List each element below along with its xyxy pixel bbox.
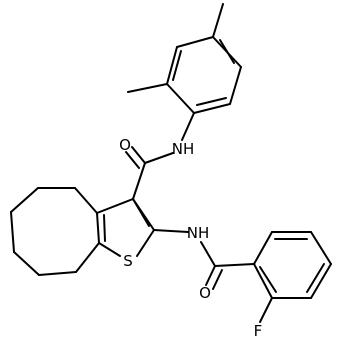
bond [259, 297, 273, 323]
bond [259, 266, 277, 293]
bond [253, 263, 273, 299]
bond [13, 251, 40, 276]
bond [38, 271, 77, 276]
bond [229, 66, 242, 105]
bond [75, 242, 100, 273]
sulfur-label: S [123, 252, 133, 270]
bond [10, 187, 39, 213]
fluorine-label: F [254, 322, 263, 340]
methyl-bond [212, 3, 224, 38]
bond [132, 162, 146, 200]
bond [310, 231, 332, 265]
bond [200, 241, 216, 267]
bond [153, 229, 189, 233]
bond [253, 231, 273, 265]
bond [172, 50, 182, 81]
amide-oxygen-label: O [199, 284, 211, 302]
double-bond [125, 151, 140, 169]
bond [144, 152, 174, 164]
methyl-bond [127, 83, 168, 93]
double-bond [132, 198, 150, 227]
bond [219, 39, 235, 64]
double-bond [131, 146, 146, 164]
amide-nh-label: NH [172, 140, 195, 158]
double-bond [212, 269, 223, 290]
bond [166, 46, 178, 85]
bond [136, 229, 155, 257]
double-bond [205, 265, 216, 286]
bond [96, 212, 100, 244]
bond [74, 187, 98, 214]
bond [176, 36, 214, 48]
bond [166, 83, 195, 114]
bond [196, 97, 227, 106]
bond [306, 263, 325, 293]
bond [310, 263, 332, 299]
amide-oxygen-label: O [119, 136, 131, 154]
amide-nh-label: NH [187, 224, 210, 242]
bond [181, 112, 195, 141]
bond [193, 103, 231, 114]
bond [98, 242, 121, 257]
bond [214, 263, 255, 267]
double-bond [103, 214, 106, 242]
bond [10, 211, 15, 253]
bond [96, 198, 134, 214]
